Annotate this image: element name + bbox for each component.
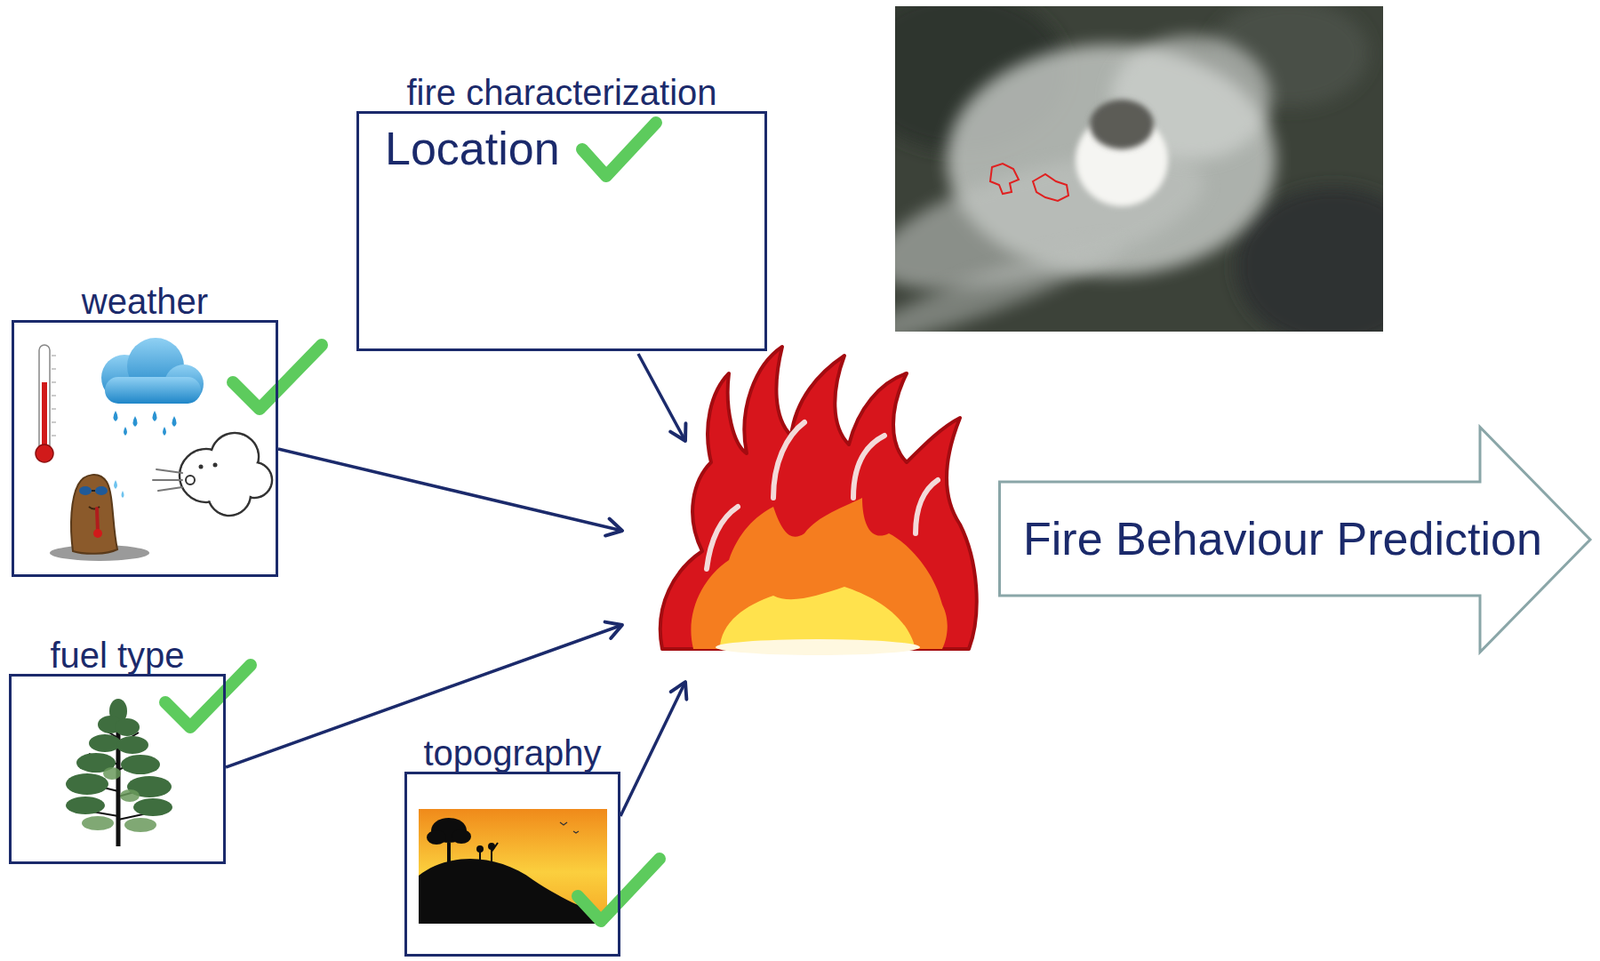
box-heading: weather: [81, 280, 208, 322]
hill-picture: [418, 808, 608, 924]
heading-slot: fire characterization: [406, 72, 717, 114]
input-arrows: [225, 353, 686, 816]
input-box: fuel type: [8, 673, 226, 864]
satellite-image: [895, 6, 1384, 332]
output-arrow: Fire Behaviour Prediction: [998, 425, 1592, 654]
input-box: weather: [11, 320, 279, 577]
heading-slot: weather: [81, 280, 208, 323]
flame-illustration: [660, 346, 977, 656]
heading-slot: topography: [423, 732, 601, 775]
box-heading: fire characterization: [406, 72, 717, 113]
check-marks: [165, 122, 660, 921]
heading-slot: fuel type: [49, 634, 184, 677]
box-heading: topography: [423, 732, 601, 774]
input-box: topography: [404, 771, 621, 957]
weather-icons: [35, 337, 272, 561]
text-slot: Fire Behaviour Prediction: [1023, 425, 1543, 654]
arrow-shape: [1000, 427, 1592, 653]
input-box: fire characterizationLocation: [356, 111, 768, 352]
pine-tree: [65, 698, 173, 847]
body-slot: Location: [384, 122, 560, 176]
box-heading: fuel type: [49, 634, 184, 676]
output-label: Fire Behaviour Prediction: [1023, 512, 1543, 567]
box-text: Location: [384, 122, 560, 176]
